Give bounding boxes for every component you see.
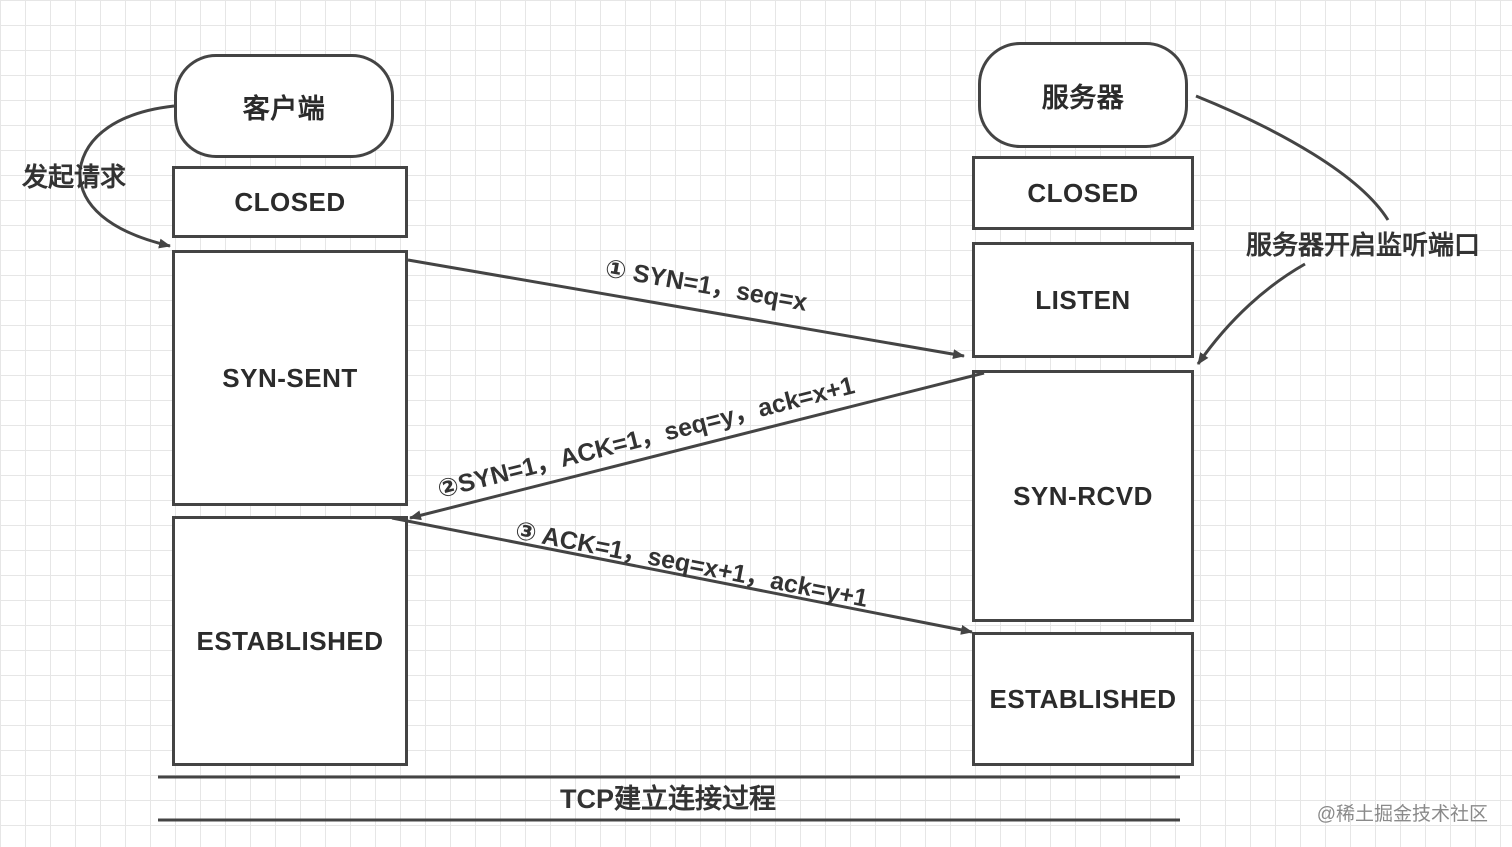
server-state-established: ESTABLISHED [972, 632, 1194, 766]
syn-ack-arrow [409, 371, 985, 521]
syn-arrow [407, 258, 965, 360]
server-state-listen-label: LISTEN [1035, 284, 1131, 315]
client-title-node: 客户端 [174, 54, 394, 158]
ack-arrow [391, 516, 973, 635]
syn-message: ① SYN=1，seq=x [603, 254, 809, 316]
server-title: 服务器 [1041, 82, 1125, 113]
client-state-established-label: ESTABLISHED [196, 625, 384, 656]
server-listen-curve-bottom [1196, 262, 1306, 365]
server-listen-curve-top [1195, 94, 1390, 221]
client-state-syn-sent-label: SYN-SENT [222, 362, 358, 393]
diagram-caption: TCP建立连接过程 [560, 783, 776, 814]
server-state-listen: LISTEN [972, 242, 1194, 358]
server-state-closed-label: CLOSED [1027, 177, 1139, 208]
server-title-node: 服务器 [978, 42, 1188, 148]
server-listen-note: 服务器开启监听端口 [1246, 230, 1480, 260]
watermark: @稀土掘金技术社区 [1317, 803, 1488, 825]
client-request-note: 发起请求 [21, 162, 126, 192]
client-state-closed: CLOSED [172, 166, 408, 238]
client-state-established: ESTABLISHED [172, 516, 408, 766]
server-state-syn-rcvd-label: SYN-RCVD [1013, 480, 1153, 511]
server-state-established-label: ESTABLISHED [989, 683, 1177, 714]
syn-ack-message: ②SYN=1，ACK=1，seq=y，ack=x+1 [435, 371, 858, 503]
server-state-syn-rcvd: SYN-RCVD [972, 370, 1194, 622]
client-state-closed-label: CLOSED [234, 186, 346, 217]
client-state-syn-sent: SYN-SENT [172, 250, 408, 506]
ack-message: ③ ACK=1，seq=x+1，ack=y+1 [513, 516, 870, 613]
client-request-curve [78, 104, 175, 249]
client-title: 客户端 [242, 93, 326, 124]
server-state-closed: CLOSED [972, 156, 1194, 230]
